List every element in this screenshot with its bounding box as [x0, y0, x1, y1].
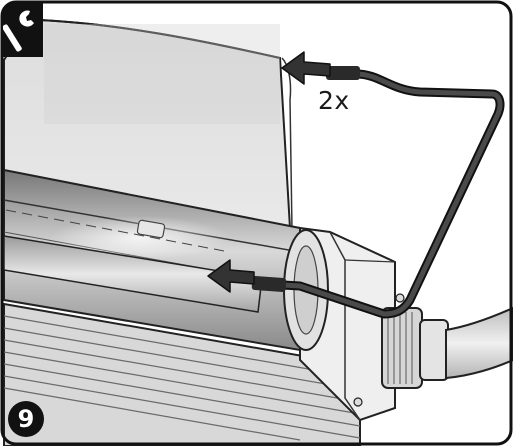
insertion-arrow-icon [207, 259, 255, 293]
step-number-badge: 9 [8, 401, 44, 437]
end-cap [283, 226, 405, 422]
connection-cable [251, 66, 505, 319]
supply-hose [445, 306, 513, 380]
light-tube [3, 235, 263, 313]
repeat-count-label: 2x [318, 86, 350, 115]
insertion-arrow-icon [281, 51, 331, 85]
cable-gland [381, 307, 449, 389]
lower-profile [3, 302, 361, 446]
wrench-icon [2, 3, 43, 57]
